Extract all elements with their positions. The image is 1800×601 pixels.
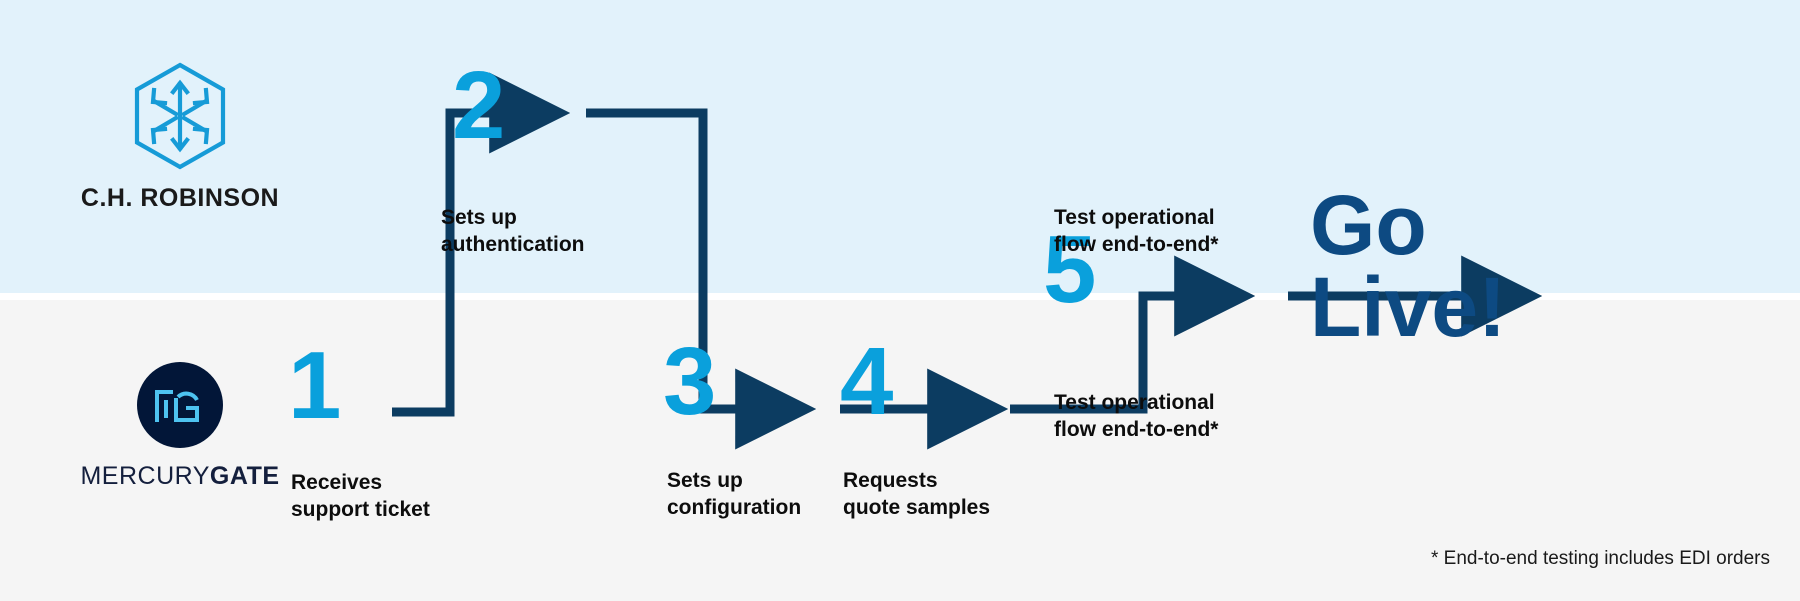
partner-wordmark: C.H. ROBINSON <box>80 184 280 212</box>
vendor-wordmark-light: MERCURY <box>80 462 210 490</box>
step-2-number: 2 <box>452 52 506 159</box>
step-1-number: 1 <box>288 332 342 439</box>
partner-lane-background <box>0 0 1800 293</box>
vendor-wordmark-bold: GATE <box>209 462 280 490</box>
go-live-outcome: Go Live! <box>1310 178 1507 355</box>
step-1-label: Receives support ticket <box>291 471 430 521</box>
partner-logo: C.H. ROBINSON <box>60 62 300 213</box>
hexagon-arrows-icon <box>60 62 300 170</box>
vendor-logo: MERCURYGATE <box>60 362 300 491</box>
mg-monogram-icon <box>137 362 223 448</box>
step-5-label-bottom: Test operational flow end-to-end* <box>1054 391 1219 441</box>
vendor-lane-background <box>0 300 1800 601</box>
footnote-text: * End-to-end testing includes EDI orders <box>1430 548 1770 569</box>
step-4-number: 4 <box>840 328 894 435</box>
step-4-label: Requests quote samples <box>843 469 991 519</box>
vendor-wordmark: MERCURYGATE <box>60 462 300 491</box>
step-3-label: Sets up configuration <box>667 469 802 519</box>
step-5-number: 5 <box>1043 216 1097 323</box>
step-5-label-top: Test operational flow end-to-end* <box>1054 206 1219 256</box>
step-3-number: 3 <box>663 328 717 435</box>
step-2-label: Sets up authentication <box>441 206 585 256</box>
